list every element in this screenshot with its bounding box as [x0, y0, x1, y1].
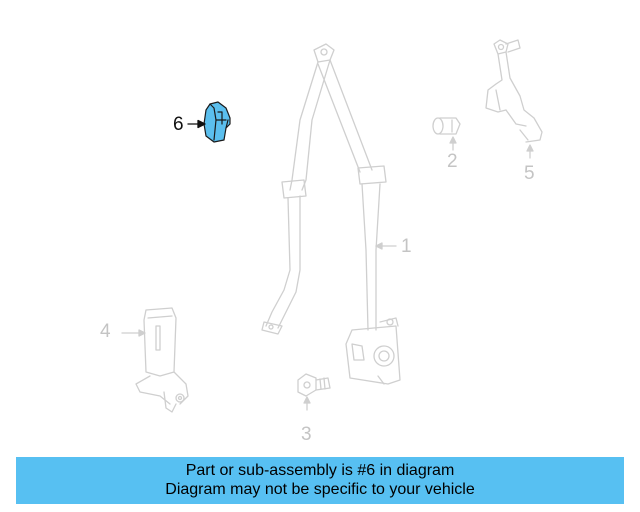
- callout-2-leader: [449, 136, 457, 151]
- banner-line-disclaimer: Diagram may not be specific to your vehi…: [165, 481, 475, 498]
- height-adjuster-part-5: [485, 39, 543, 143]
- callout-6-leader: [187, 119, 206, 129]
- callout-6: 6: [173, 114, 184, 135]
- seat-belt-assembly-part-1: [261, 43, 401, 385]
- callout-1-leader: [375, 242, 397, 250]
- callout-3-leader: [303, 396, 311, 411]
- buckle-part-4: [135, 307, 189, 413]
- bolt-part-3: [297, 373, 331, 397]
- callout-4-leader: [121, 329, 146, 337]
- callout-3: 3: [301, 424, 312, 445]
- callout-5: 5: [524, 163, 535, 184]
- parts-diagram: [121, 39, 543, 413]
- callout-4: 4: [100, 321, 111, 342]
- callout-2: 2: [447, 151, 458, 172]
- cap-part-2: [432, 117, 461, 135]
- callout-1: 1: [401, 236, 412, 257]
- callout-5-leader: [526, 144, 534, 159]
- banner-line-part: Part or sub-assembly is #6 in diagram: [185, 462, 455, 479]
- info-banner: Part or sub-assembly is #6 in diagram Di…: [16, 457, 624, 504]
- cover-part-6-highlighted: [203, 101, 231, 143]
